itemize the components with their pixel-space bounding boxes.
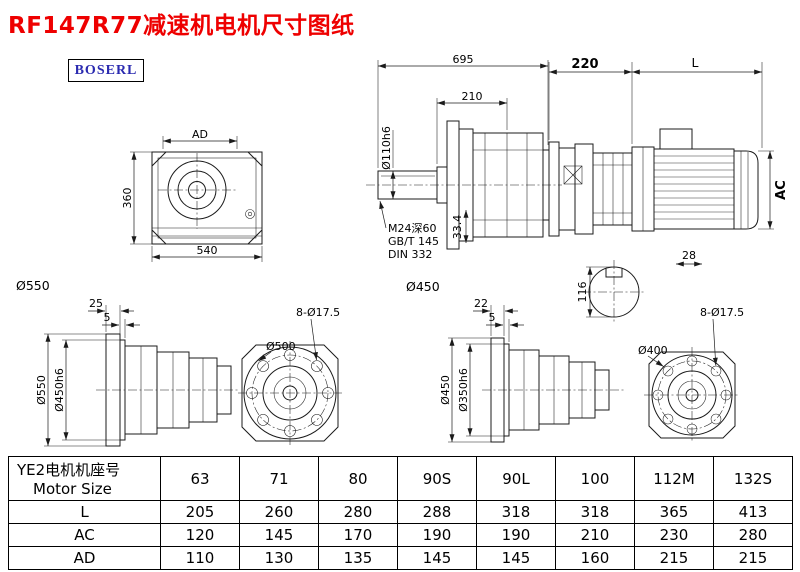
page-title: RF147R77减速机电机尺寸图纸 [8, 13, 355, 39]
dim-22-label: 22 [474, 297, 488, 310]
dim-220-label: 220 [571, 57, 598, 72]
cell-L-2: 280 [318, 500, 398, 524]
dim-334-label: 33.4 [451, 215, 464, 240]
dim-d550-vert-label: Ø550 [35, 375, 48, 405]
cell-AC-5: 210 [555, 523, 635, 547]
row-label-AC: AC [8, 523, 161, 547]
flange450-side-view-drawing: 22 5 Ø450 Ø350h6 [439, 297, 624, 443]
size-col-112m: 112M [634, 456, 714, 501]
size-col-90l: 90L [476, 456, 556, 501]
dim-shaft-dia-label: Ø110h6 [380, 126, 393, 170]
dim-210-label: 210 [462, 90, 483, 103]
brand-logo-box: BOSERL [68, 59, 144, 82]
cell-AC-2: 170 [318, 523, 398, 547]
table-row: L 205 260 280 288 318 318 365 413 [8, 500, 793, 524]
cell-AD-7: 215 [713, 546, 793, 570]
dimension-table: YE2电机机座号 Motor Size 63 71 80 90S 90L 100… [8, 456, 793, 570]
dim-d450-label: Ø450 [406, 279, 440, 294]
dim-360-label: 360 [121, 188, 134, 209]
table-row: AC 120 145 170 190 190 210 230 280 [8, 523, 793, 547]
cell-AD-1: 130 [239, 546, 319, 570]
dim-d550-label: Ø550 [16, 278, 50, 293]
gbt-standard-label: GB/T 145 [388, 235, 439, 248]
dim-28-label: 28 [682, 249, 696, 262]
flange550-side-view-drawing: 25 5 Ø550 Ø450h6 [35, 297, 240, 447]
dim-5b-label: 5 [489, 311, 496, 324]
cell-AC-4: 190 [476, 523, 556, 547]
cell-L-7: 413 [713, 500, 793, 524]
flange500-front-view-drawing: 8-Ø17.5 Ø500 [238, 306, 342, 445]
dim-d350h6-label: Ø350h6 [457, 368, 470, 412]
cell-L-4: 318 [476, 500, 556, 524]
dim-695-label: 695 [453, 53, 474, 66]
dim-ac-label: AC [774, 180, 789, 200]
dim-d400-label: Ø400 [638, 344, 668, 357]
header-cn: YE2电机机座号 [17, 461, 121, 479]
bolt-holes-400-label: 8-Ø17.5 [700, 306, 744, 319]
flange400-front-view-drawing: 8-Ø17.5 Ø400 [638, 306, 744, 443]
size-col-132s: 132S [713, 456, 793, 501]
cell-AD-5: 160 [555, 546, 635, 570]
cell-AD-0: 110 [160, 546, 240, 570]
row-label-AD: AD [8, 546, 161, 570]
brand-text: BOSERL [74, 62, 138, 78]
cell-AC-1: 145 [239, 523, 319, 547]
motor-view-drawing: 220 L AC 28 116 [548, 55, 789, 324]
cell-L-6: 365 [634, 500, 714, 524]
cell-L-1: 260 [239, 500, 319, 524]
dim-d450-vert-label: Ø450 [439, 375, 452, 405]
cell-AC-6: 230 [634, 523, 714, 547]
cell-L-0: 205 [160, 500, 240, 524]
header-en: Motor Size [33, 480, 112, 498]
tap-hole-label: M24深60 [388, 222, 437, 235]
size-col-71: 71 [239, 456, 319, 501]
cell-AD-4: 145 [476, 546, 556, 570]
bolt-holes-500-label: 8-Ø17.5 [296, 306, 340, 319]
cell-AC-3: 190 [397, 523, 477, 547]
dim-d450h6-label: Ø450h6 [53, 368, 66, 412]
dim-d500-label: Ø500 [266, 340, 296, 353]
cell-AD-6: 215 [634, 546, 714, 570]
motor-size-header-cell: YE2电机机座号 Motor Size [8, 456, 161, 501]
dim-25-label: 25 [89, 297, 103, 310]
size-col-100: 100 [555, 456, 635, 501]
dim-116-label: 116 [576, 282, 589, 303]
size-col-63: 63 [160, 456, 240, 501]
cell-L-5: 318 [555, 500, 635, 524]
size-col-90s: 90S [397, 456, 477, 501]
table-row: AD 110 130 135 145 145 160 215 215 [8, 546, 793, 570]
din-standard-label: DIN 332 [388, 248, 432, 261]
front-view-drawing: AD 360 540 Ø550 [16, 128, 263, 293]
dim-540-label: 540 [197, 244, 218, 257]
cell-AD-3: 145 [397, 546, 477, 570]
cell-AD-2: 135 [318, 546, 398, 570]
size-col-80: 80 [318, 456, 398, 501]
dim-ad-label: AD [192, 128, 208, 141]
dim-motor-length-label: L [692, 55, 699, 70]
cell-AC-7: 280 [713, 523, 793, 547]
dim-5-label: 5 [104, 311, 111, 324]
row-label-L: L [8, 500, 161, 524]
cell-L-3: 288 [397, 500, 477, 524]
reducer-side-view-drawing: 695 210 Ø110h6 M24深60 GB/T 145 DIN 332 3… [366, 53, 562, 294]
cell-AC-0: 120 [160, 523, 240, 547]
